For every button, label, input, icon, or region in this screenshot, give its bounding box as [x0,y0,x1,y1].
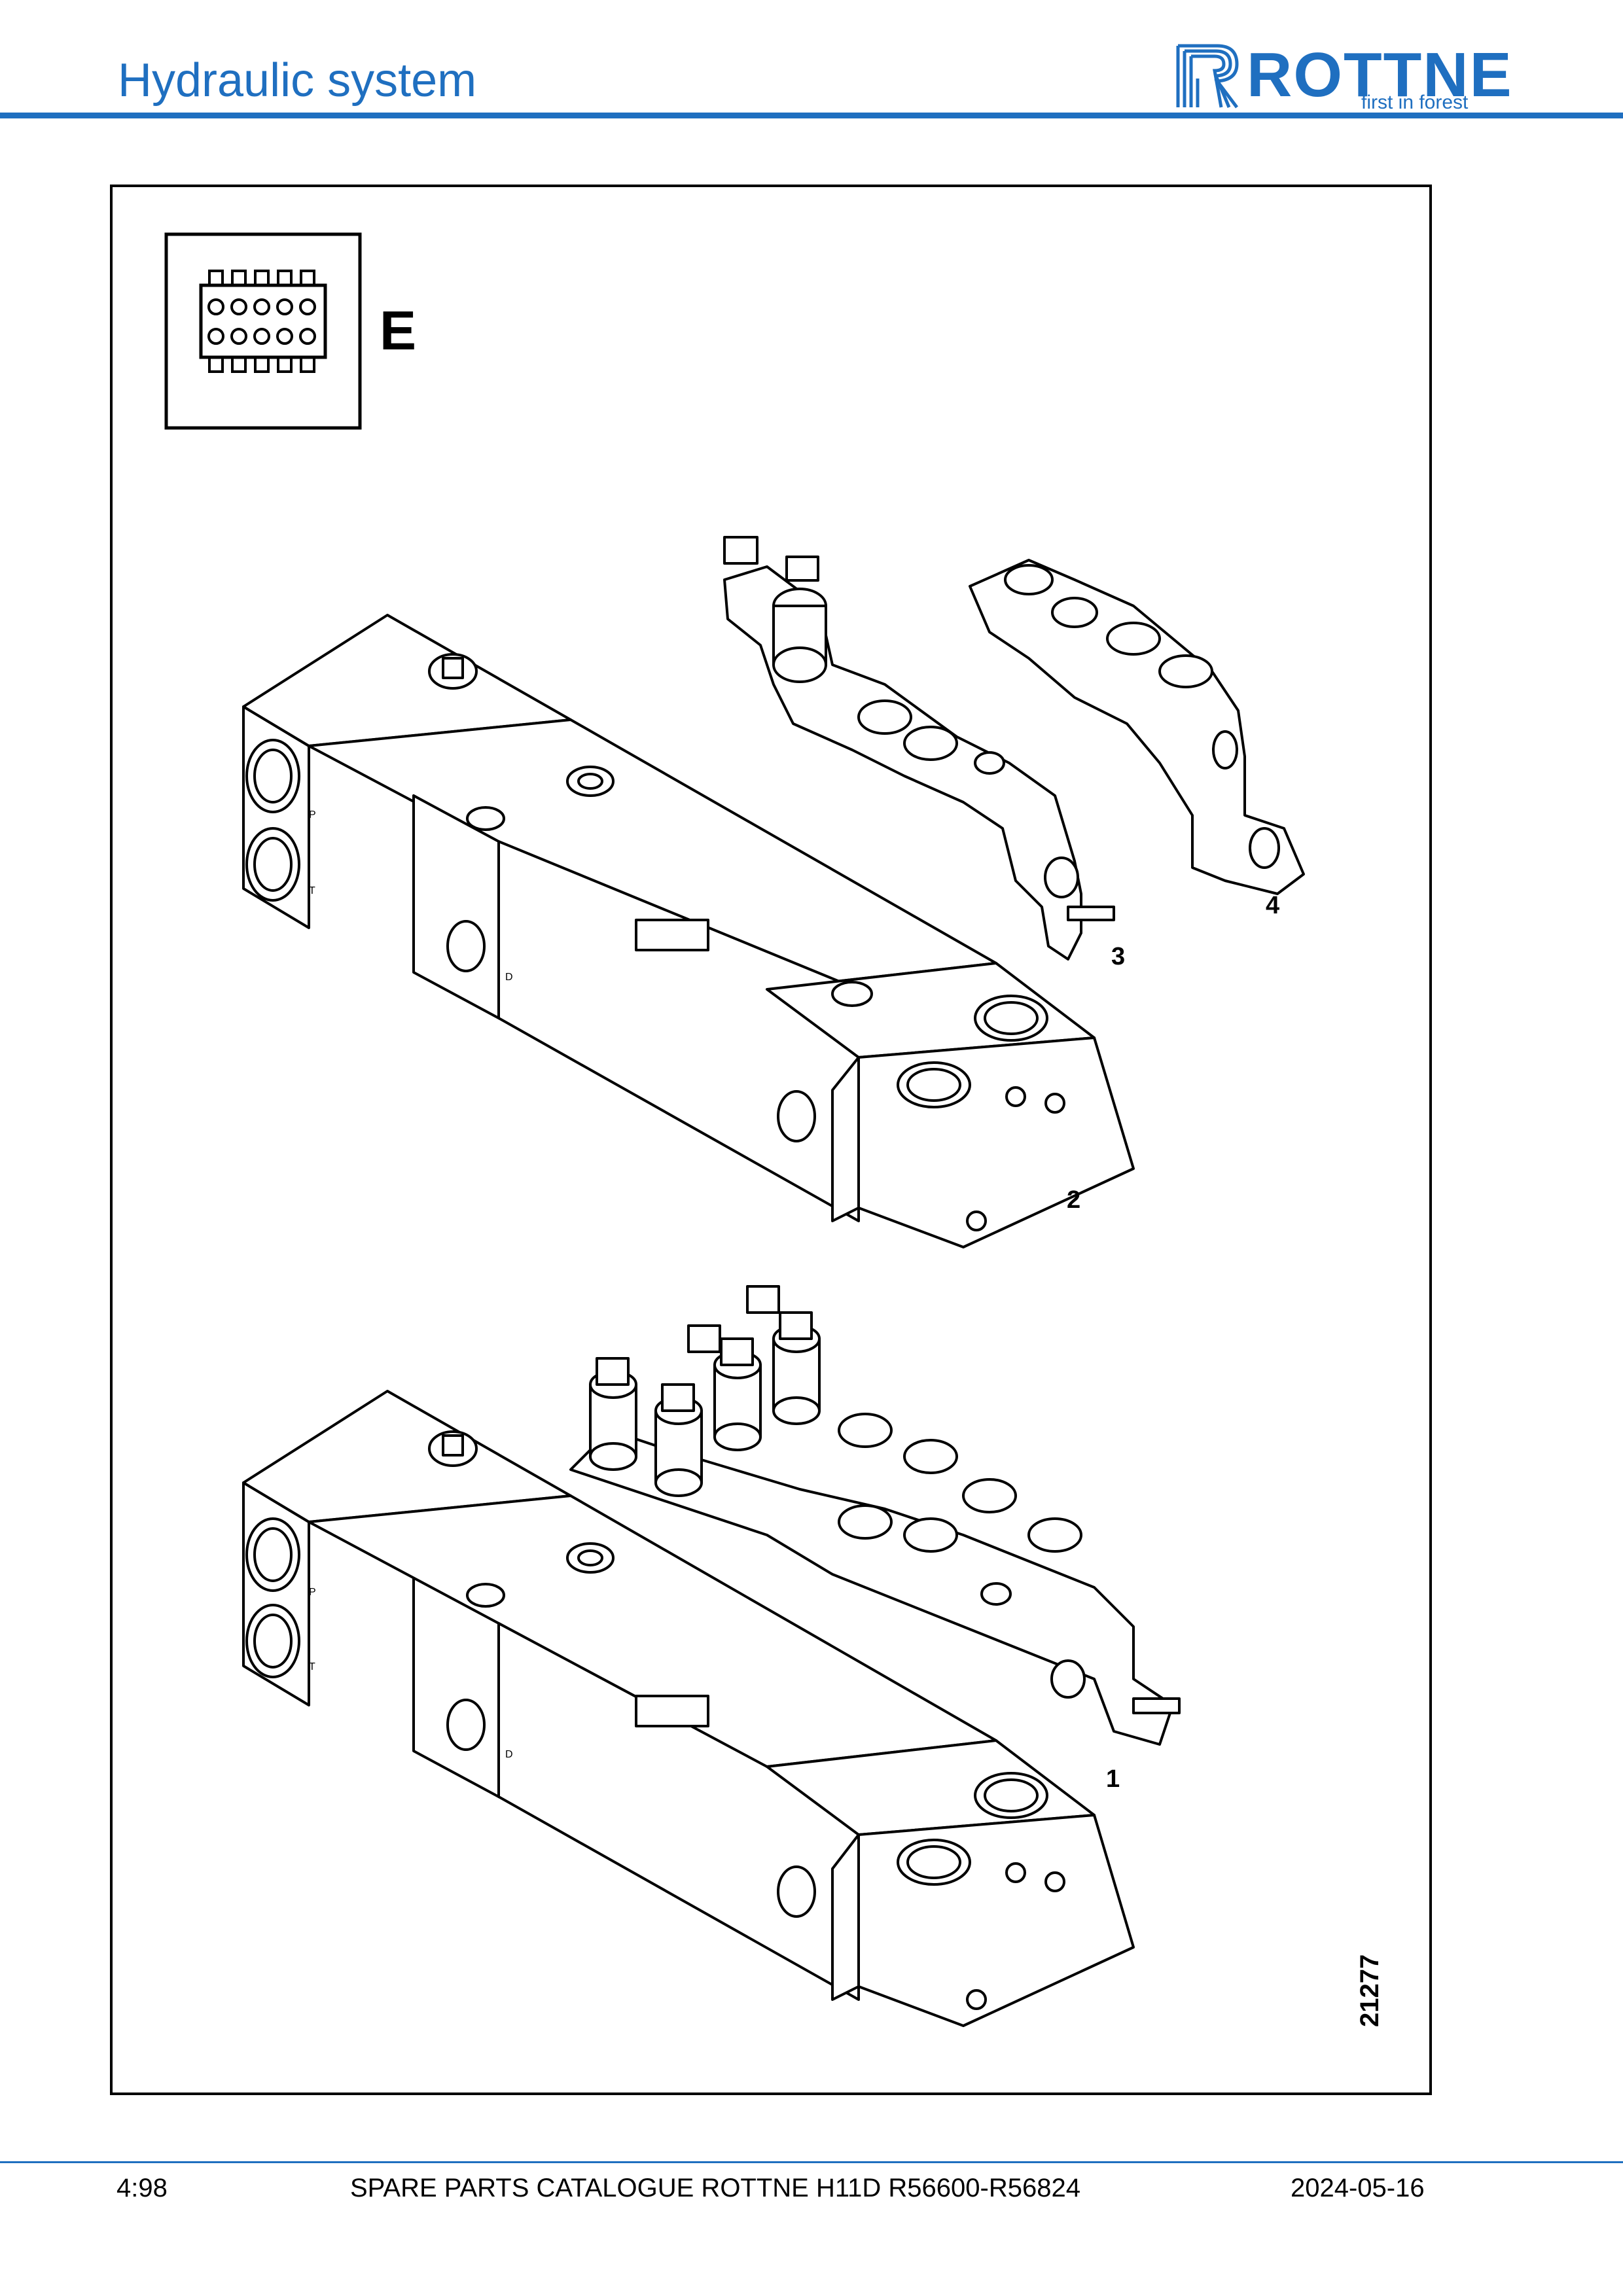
connector-letter: E [380,300,416,361]
valve-block-2 [242,614,1135,1248]
port-label-p-lower: P [309,1587,316,1598]
footer-divider [0,2161,1623,2163]
figure-frame: E P T D [110,185,1432,2095]
page-number: 4:98 [116,2174,168,2202]
callout-1: 1 [1106,1765,1120,1793]
rottne-r-emblem-icon [1176,44,1239,109]
valve-assembly-drawing: E P T D [164,232,1384,2027]
callout-3: 3 [1111,943,1125,970]
port-label-t-lower: T [309,1661,315,1672]
logo-wordmark: ROTTNE [1247,40,1513,110]
port-label-d-upper: D [505,972,513,983]
port-label-d-lower: D [505,1749,513,1760]
page-title: Hydraulic system [118,54,477,107]
drawing-number: 21277 [1355,1954,1384,2027]
solenoid-manifold-4 [969,559,1305,895]
catalogue-title: SPARE PARTS CATALOGUE ROTTNE H11D R56600… [350,2174,1080,2202]
port-label-p-upper: P [309,809,316,821]
valve-block-1 [242,1285,1181,2027]
solenoid-manifold-3 [723,536,1115,961]
catalogue-date: 2024-05-16 [1291,2174,1425,2202]
callout-4: 4 [1266,892,1279,919]
port-label-t-upper: T [309,885,315,896]
connector-symbol-icon [164,232,362,430]
rottne-logo: ROTTNE first in forest [1171,39,1513,113]
logo-tagline: first in forest [1361,92,1469,113]
callout-2: 2 [1067,1186,1080,1214]
header-divider [0,113,1623,118]
